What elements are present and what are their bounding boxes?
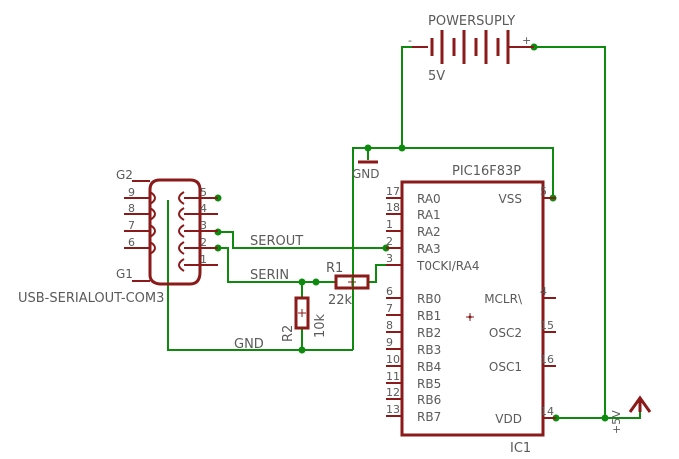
connector-g2: G2 <box>116 168 133 182</box>
connector-name: USB-SERIALOUT-COM3 <box>18 291 164 306</box>
connector-pin-number: 5 <box>200 186 207 199</box>
wire-serout <box>218 231 386 249</box>
wire-serin <box>218 247 336 283</box>
ic-pin-number: 7 <box>386 302 393 315</box>
ic-pin-name: RB5 <box>417 377 441 391</box>
resistor-r1 <box>334 274 370 290</box>
connector-pin-number: 8 <box>128 202 135 215</box>
ic-pin-name: RB4 <box>417 360 441 374</box>
net-gnd-label: GND <box>234 337 264 352</box>
battery-minus-sign: - <box>408 34 412 47</box>
connector-pin-contact <box>149 224 156 238</box>
connector-pin-number: 6 <box>128 236 135 249</box>
battery-name: POWERSUPLY <box>428 14 515 29</box>
battery-value: 5V <box>428 69 445 84</box>
ic-pin-name: OSC2 <box>489 326 522 340</box>
ic-pin-number: 13 <box>386 403 400 416</box>
r1-value: 22k <box>328 293 353 308</box>
junction-dot <box>601 414 609 422</box>
vdd-supply-label: +5V <box>610 410 623 434</box>
ic-pin-number: 17 <box>386 185 400 198</box>
ic-pin-number: 15 <box>540 319 554 332</box>
ic-body <box>400 180 545 437</box>
wire-battery-minus <box>401 46 412 148</box>
junction-dot <box>398 144 406 152</box>
connector-pin-number: 1 <box>200 253 207 266</box>
battery-symbol <box>412 30 534 64</box>
ic-pin-number: 10 <box>386 353 400 366</box>
connector-pin-contact <box>149 207 156 221</box>
connector-pin-contact <box>149 191 156 205</box>
junction-dot <box>312 278 320 286</box>
vdd-supply-symbol <box>628 395 652 413</box>
ic-pin-name: VDD <box>495 412 522 426</box>
ic-pin-number: 2 <box>386 235 393 248</box>
ic-pin-name: RB6 <box>417 393 441 407</box>
ic-pin-name: RA2 <box>417 225 441 239</box>
ic-part-name: PIC16F83P <box>452 164 521 179</box>
ic-pin-number: 9 <box>386 336 393 349</box>
ic-pin-name: T0CKI/RA4 <box>416 259 480 273</box>
connector-pin-number: 9 <box>128 186 135 199</box>
ic-pin-number: 16 <box>540 353 554 366</box>
ic-pin-name: RA1 <box>417 208 441 222</box>
connector-pin-number: 2 <box>200 236 207 249</box>
wire-battery-plus <box>512 46 606 418</box>
ic-pin-name: RA0 <box>417 192 441 206</box>
connector-left-pins: 9 8 7 6 <box>124 186 156 255</box>
ic-pin-number: 11 <box>386 370 400 383</box>
ic-pin-name: OSC1 <box>489 360 522 374</box>
r2-value: 10k <box>313 313 328 338</box>
ic-pin-name: RB2 <box>417 326 441 340</box>
connector-pin-contact <box>178 191 185 205</box>
r2-reference: R2 <box>281 325 296 342</box>
connector-right-pins: 5 4 3 2 1 <box>178 186 218 272</box>
junction-dot <box>298 346 306 354</box>
ic-pin-name: RB0 <box>417 292 441 306</box>
ic-pin-number: 3 <box>386 252 393 265</box>
net-serin-label: SERIN <box>250 268 289 283</box>
connector-pin-number: 3 <box>200 219 207 232</box>
ic-pin-number: 8 <box>386 319 393 332</box>
wire-connector-gnd <box>167 200 353 351</box>
wires <box>167 46 641 419</box>
junction-dot <box>298 278 306 286</box>
r1-reference: R1 <box>326 261 343 276</box>
ic-pin-number: 14 <box>540 405 554 418</box>
ic-reference: IC1 <box>510 441 531 456</box>
net-serout-label: SEROUT <box>250 234 303 249</box>
serial-connector-body <box>148 178 202 286</box>
resistor-r2 <box>294 296 310 330</box>
connector-pin-number: 7 <box>128 219 135 232</box>
wire-r1-to-ra4 <box>368 264 386 283</box>
ic-pin-name: MCLR\ <box>484 292 523 306</box>
ic-pin-number: 6 <box>386 285 393 298</box>
connector-g1: G1 <box>116 267 133 281</box>
ic-pin-number: 5 <box>540 185 547 198</box>
ic-pin-number: 1 <box>386 218 393 231</box>
connector-pin-contact <box>178 207 185 221</box>
ic-pin-name: RB7 <box>417 410 441 424</box>
ic-pin-name: RA3 <box>417 242 441 256</box>
connector-pin-contact <box>178 224 185 238</box>
battery-plus-sign: + <box>522 34 531 47</box>
connector-pin-number: 4 <box>200 202 207 215</box>
ic-pin-number: 4 <box>540 285 547 298</box>
ic-pin-name: VSS <box>499 192 522 206</box>
ic-pin-name: RB3 <box>417 343 441 357</box>
junction-dot <box>364 144 372 152</box>
ic-pin-number: 12 <box>386 386 400 399</box>
connector-pin-contact <box>178 258 185 272</box>
ground-symbol-label: GND <box>352 167 380 181</box>
connector-pin-contact <box>149 241 156 255</box>
ic-pin-number: 18 <box>386 201 400 214</box>
ic-pin-name: RB1 <box>417 309 441 323</box>
connector-pin-contact <box>178 241 185 255</box>
